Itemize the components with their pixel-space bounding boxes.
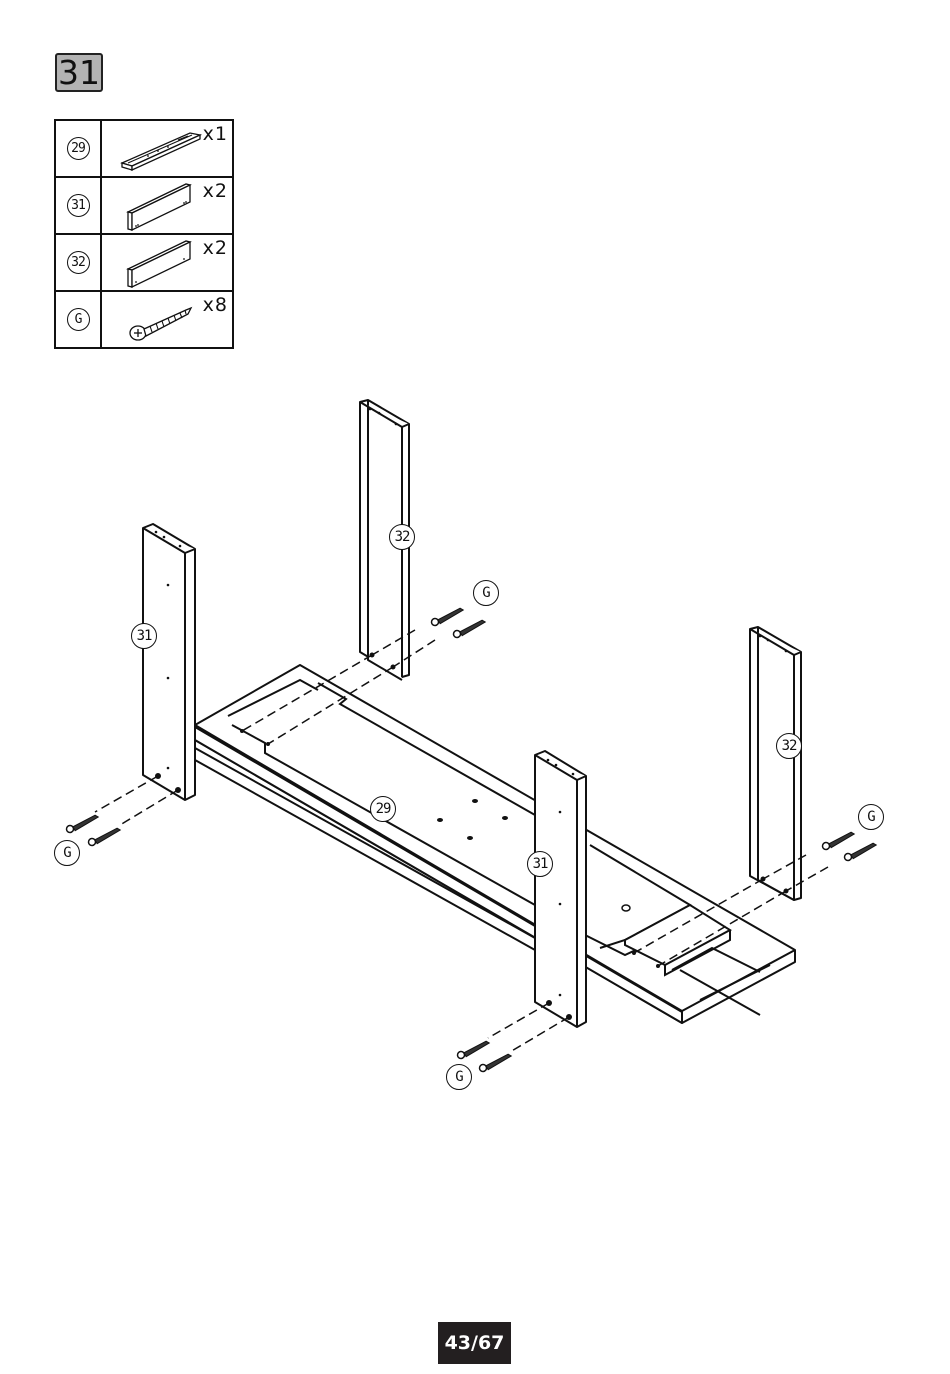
front-board-31 — [535, 751, 586, 1027]
callout-screws-right: G — [858, 804, 884, 830]
screw-group-top — [431, 608, 487, 638]
callout-back-right-board: 32 — [776, 733, 802, 759]
back-right-board-32 — [750, 627, 801, 900]
page-number: 43/67 — [438, 1322, 511, 1364]
callout-screws-top: G — [473, 580, 499, 606]
callout-base-panel: 29 — [370, 796, 396, 822]
callout-back-left-board: 32 — [389, 524, 415, 550]
callout-screws-left: G — [54, 840, 80, 866]
callout-screws-bottom: G — [446, 1064, 472, 1090]
left-board-31 — [143, 524, 195, 800]
screw-group-right — [822, 832, 878, 861]
base-panel-29 — [195, 665, 795, 1023]
callout-front-board: 31 — [527, 851, 553, 877]
callout-left-board: 31 — [131, 623, 157, 649]
